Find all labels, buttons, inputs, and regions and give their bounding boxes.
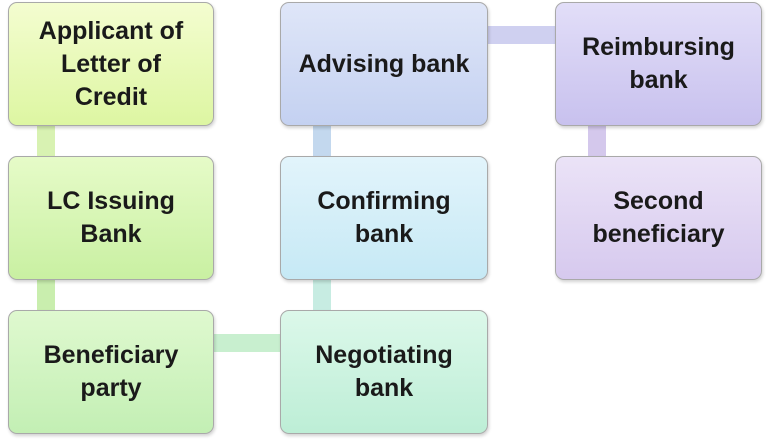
node-label: Applicant of Letter of Credit — [38, 16, 184, 111]
node-negotiating-bank: Negotiating bank — [280, 310, 488, 434]
node-label: LC Issuing Bank — [47, 187, 175, 248]
connector-beneficiary-negotiating — [212, 334, 282, 352]
node-lc-issuing-bank: LC Issuing Bank — [8, 156, 214, 280]
connector-confirming-advising — [313, 124, 331, 158]
node-reimbursing-bank: Reimbursing bank — [555, 2, 762, 126]
node-confirming-bank: Confirming bank — [280, 156, 488, 280]
connector-negotiating-confirming — [313, 278, 331, 312]
connector-applicant-issuing — [37, 124, 55, 158]
node-advising-bank: Advising bank — [280, 2, 488, 126]
node-applicant-of-letter-of-credit: Applicant of Letter of Credit — [8, 2, 214, 126]
node-label: Confirming bank — [317, 187, 451, 248]
node-label: Reimbursing bank — [582, 33, 735, 94]
connector-advising-reimbursing — [486, 26, 557, 44]
connector-reimbursing-second — [588, 124, 606, 158]
node-label: Negotiating bank — [315, 341, 453, 402]
node-beneficiary-party: Beneficiary party — [8, 310, 214, 434]
node-label: Beneficiary party — [43, 341, 179, 402]
node-label: Advising bank — [298, 49, 470, 78]
node-label: Second beneficiary — [592, 187, 725, 248]
node-second-beneficiary: Second beneficiary — [555, 156, 762, 280]
connector-issuing-beneficiary — [37, 278, 55, 312]
